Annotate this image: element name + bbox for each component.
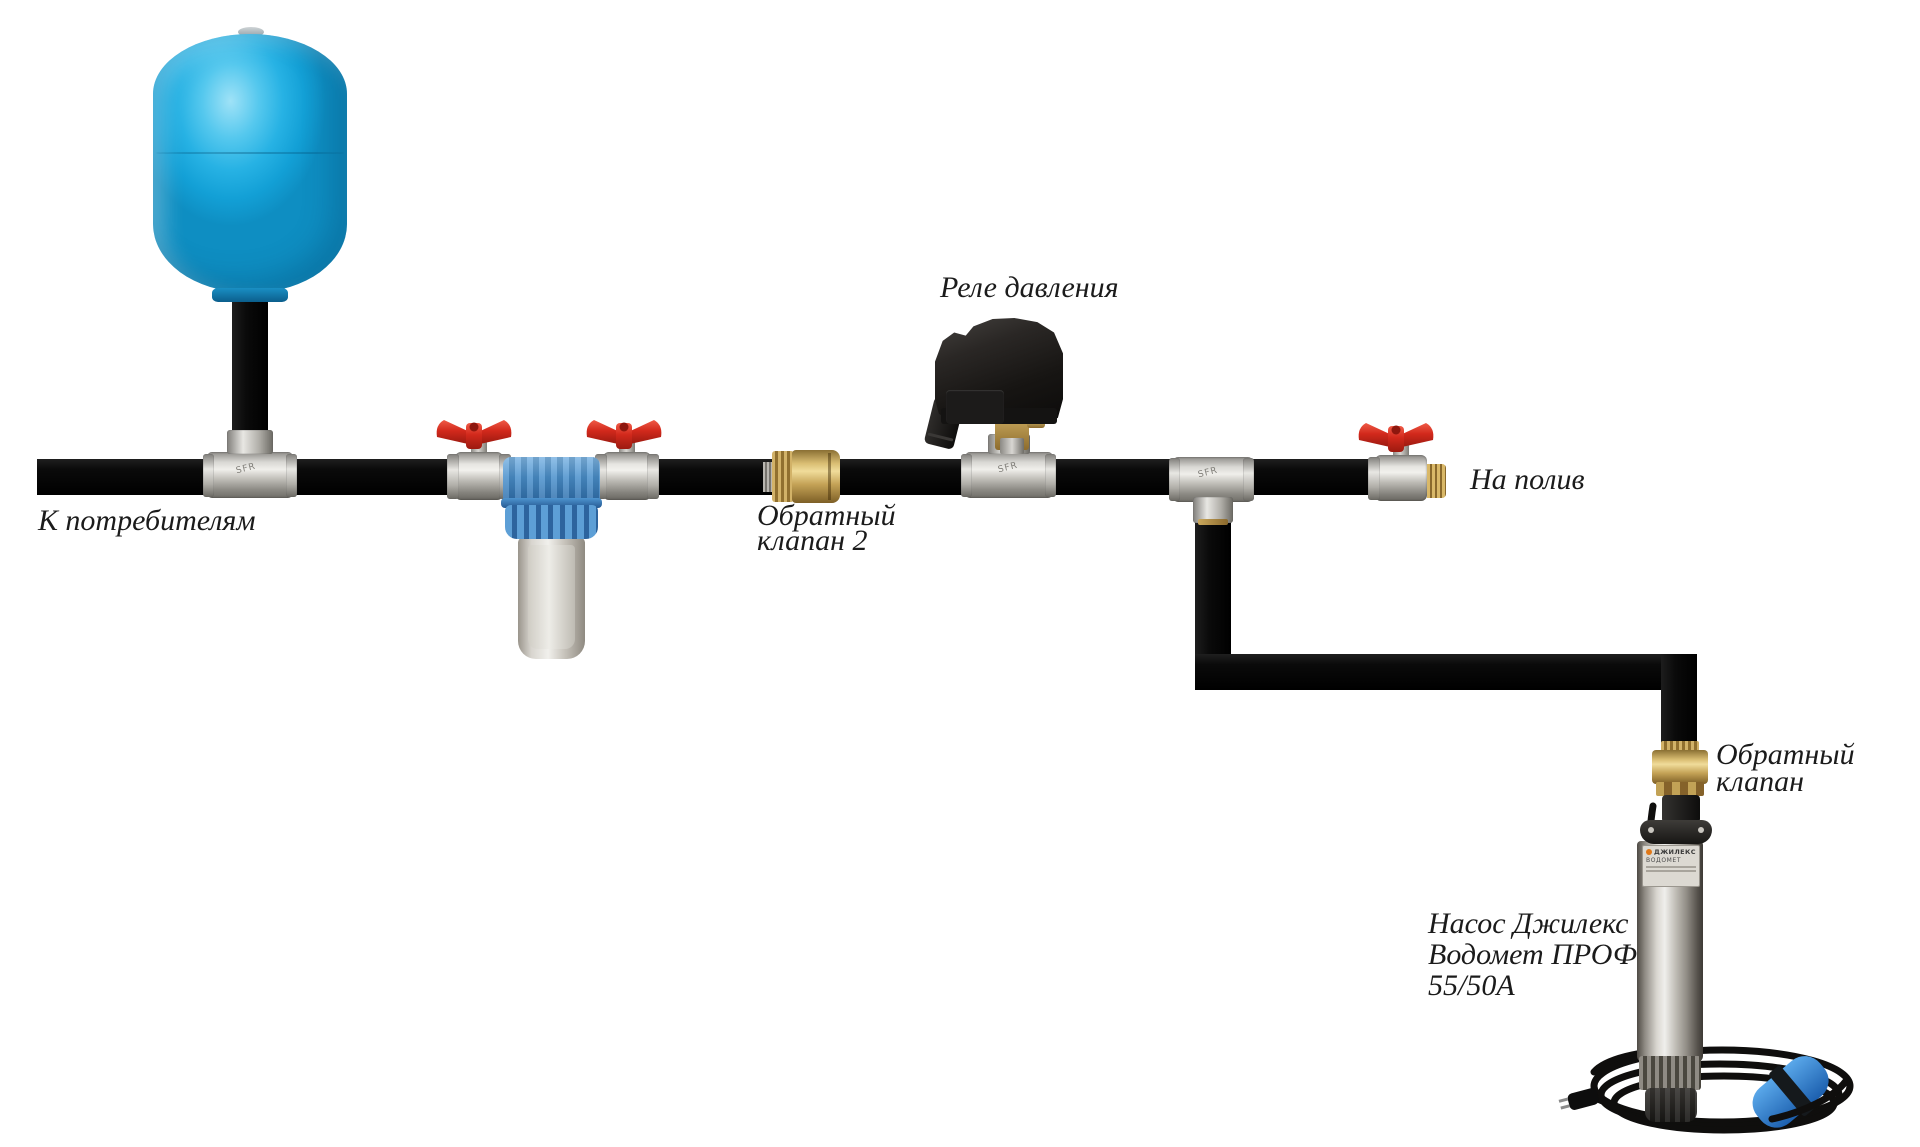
pump-brand-text: ДЖИЛЕКС: [1654, 848, 1696, 856]
tee-branch-right-collar: [1243, 458, 1254, 501]
ball-valve-3-brass-nipple: [1427, 464, 1446, 498]
filter-ring-nut: [505, 505, 598, 539]
tee-branch-left-collar: [1169, 458, 1180, 501]
ball-valve-1-left-collar: [447, 454, 459, 499]
filter-head: [503, 457, 600, 503]
label-check-valve-well: Обратный клапан: [1716, 738, 1855, 798]
sticker-divider: [1646, 866, 1696, 868]
pump-bottom-cap: [1645, 1088, 1697, 1122]
pump-model-text: ВОДОМЕТ: [1646, 857, 1682, 864]
ball-valve-3-body: [1375, 455, 1427, 501]
power-plug: [1558, 1088, 1599, 1110]
well-check-valve-hex-nut: [1656, 782, 1704, 796]
tee-fitting-branch: [1173, 457, 1253, 502]
ball-valve-3-left-collar: [1368, 457, 1380, 500]
ball-valve-2-body: [603, 452, 651, 500]
pipe-well-drop: [1661, 654, 1697, 746]
tank-neck: [212, 288, 288, 302]
filter-ring-lip: [501, 498, 602, 508]
label-check-valve-2: Обратный клапан 2: [757, 501, 896, 556]
tee-tank-left-collar: [203, 454, 214, 497]
pump-outlet-coupling: [1662, 795, 1700, 823]
hydroaccumulator-tank: [153, 34, 347, 292]
label-pump: Насос Джилекс Водомет ПРОФ 55/50А: [1428, 908, 1637, 1001]
cable-coil: [1597, 1060, 1843, 1130]
label-check-valve-2-line2: клапан 2: [757, 524, 868, 557]
sticker-divider: [1646, 870, 1696, 872]
ball-valve-1-body: [455, 452, 503, 500]
pipe-lower-run: [1195, 654, 1697, 690]
well-check-valve-body: [1652, 750, 1708, 784]
tee-tank-right-collar: [286, 454, 297, 497]
tee-branch-brass-ring: [1198, 519, 1228, 525]
pump-intake-ribs: [1639, 1056, 1701, 1090]
pump-top-bracket: [1640, 820, 1712, 844]
pump-sticker: ДЖИЛЕКС ВОДОМЕТ: [1642, 845, 1700, 887]
label-check-valve-well-line1: Обратный: [1716, 738, 1855, 771]
tee-relay-left-collar: [961, 454, 972, 497]
relay-chrome-nut: [1000, 438, 1024, 454]
float-switch: [1752, 1056, 1829, 1128]
label-to-consumers: К потребителям: [38, 504, 256, 537]
pressure-relay-terminal-box: [946, 390, 1004, 424]
tee-fitting-relay: [965, 452, 1053, 498]
pump-brand-logo: [1646, 849, 1652, 855]
label-check-valve-2-line1: Обратный: [757, 499, 896, 532]
label-pressure-relay: Реле давления: [940, 271, 1119, 304]
ball-valve-1-handle[interactable]: [434, 417, 514, 455]
ball-valve-2-handle[interactable]: [584, 417, 664, 455]
label-pump-line1: Насос Джилекс: [1428, 907, 1629, 940]
label-to-irrigation: На полив: [1470, 463, 1585, 496]
check-valve-2-body: [792, 450, 840, 503]
ball-valve-2-right-collar: [647, 454, 659, 499]
tank-seam: [156, 152, 344, 154]
filter-clear-housing: [518, 537, 585, 659]
label-check-valve-well-line2: клапан: [1716, 765, 1804, 798]
tee-branch-bottom-nut: [1193, 497, 1233, 523]
cable-over-float: [1768, 1077, 1850, 1123]
relay-brass-screw: [1027, 420, 1045, 428]
label-pump-line2: Водомет ПРОФ: [1428, 938, 1637, 971]
cable-coil: [1590, 1046, 1854, 1126]
tank-air-valve: [238, 27, 264, 37]
tee-fitting-tank: [207, 452, 293, 498]
ball-valve-3-handle[interactable]: [1356, 420, 1436, 458]
label-pump-line3: 55/50А: [1428, 969, 1515, 1002]
check-valve-2-cap: [772, 451, 794, 502]
tee-relay-right-collar: [1045, 454, 1056, 497]
tee-tank-top-nut: [227, 430, 273, 454]
